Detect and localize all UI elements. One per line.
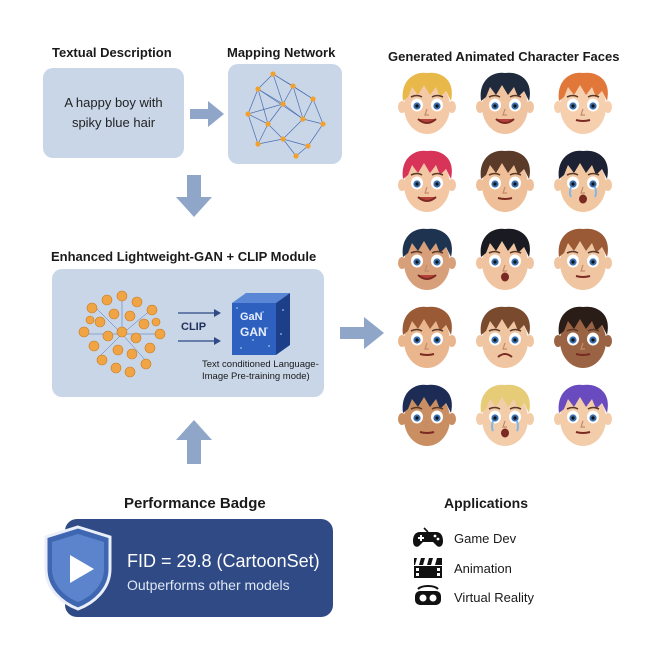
gan-cube: GaN GAN — [222, 289, 292, 359]
character-face-2 — [476, 72, 534, 134]
character-face-15 — [554, 384, 612, 446]
latent-particles-icon — [78, 290, 166, 378]
network-graph-icon — [245, 71, 326, 159]
character-face-8 — [476, 228, 534, 290]
clip-arrows-icon — [178, 309, 221, 345]
character-face-13 — [398, 384, 456, 446]
app-label-game-dev: Game Dev — [454, 530, 517, 546]
gan-cube-label-1: GaN — [240, 311, 263, 323]
app-label-animation: Animation — [454, 560, 512, 576]
character-face-5 — [476, 150, 534, 212]
badge-subtitle: Outperforms other models — [127, 577, 290, 593]
gamepad-icon — [413, 527, 443, 547]
arrow-right-icon — [340, 317, 384, 349]
textual-description-title: Textual Description — [52, 45, 172, 60]
mapping-network-box — [228, 64, 342, 164]
app-item-virtual-reality: Virtual Reality — [412, 585, 534, 609]
clip-label: CLIP — [181, 321, 207, 333]
prompt-text: A happy boy with spiky blue hair — [64, 95, 163, 130]
performance-badge-title: Performance Badge — [124, 495, 266, 512]
vr-headset-icon — [415, 585, 441, 605]
gan-cube-icon — [232, 293, 290, 355]
character-face-3 — [554, 72, 612, 134]
character-face-12 — [554, 306, 612, 368]
applications-title: Applications — [444, 495, 529, 511]
arrow-down-icon — [176, 175, 212, 217]
character-face-11 — [476, 306, 534, 368]
arrow-right-icon — [190, 101, 224, 127]
character-face-9 — [554, 228, 612, 290]
character-face-7 — [398, 228, 456, 290]
faces-grid — [388, 65, 628, 455]
mapping-network-title: Mapping Network — [227, 45, 336, 60]
enhanced-module-box: CLIP GaN GAN Text conditioned Language-I… — [52, 269, 324, 397]
fid-metric: FID = 29.8 (CartoonSet) — [127, 551, 320, 571]
gan-cube-label-2: GAN — [240, 325, 267, 339]
character-face-10 — [398, 306, 456, 368]
character-face-14 — [476, 384, 534, 446]
app-item-game-dev: Game Dev — [412, 526, 516, 550]
shield-icon — [44, 525, 112, 611]
clapperboard-icon — [414, 558, 442, 578]
character-face-4 — [398, 150, 456, 212]
app-item-animation: Animation — [412, 556, 512, 580]
arrow-up-icon — [176, 420, 212, 464]
app-label-virtual-reality: Virtual Reality — [454, 589, 534, 605]
generated-faces-title: Generated Animated Character Faces — [388, 49, 620, 64]
enhanced-module-title: Enhanced Lightweight-GAN + CLIP Module — [51, 249, 317, 264]
character-face-1 — [398, 72, 456, 134]
performance-badge: FID = 29.8 (CartoonSet) Outperforms othe… — [65, 519, 333, 617]
cube-caption: Text conditioned Language-Image Pre-trai… — [202, 359, 319, 382]
textual-description-box: A happy boy with spiky blue hair — [43, 68, 184, 158]
character-face-6 — [554, 150, 612, 212]
